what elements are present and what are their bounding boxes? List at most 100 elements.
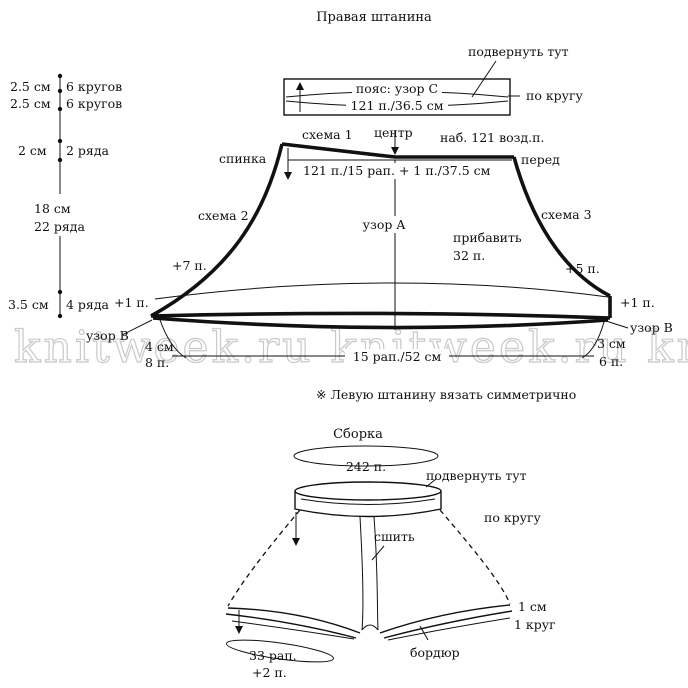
border-leader [419,625,429,641]
waistband-body [294,491,442,518]
right-cm-label: 3 см [597,336,626,351]
right-outer-edge [439,509,511,605]
top-count-label: 121 п./15 рап. + 1 п./37.5 см [303,163,491,178]
pattern-a-bg [356,216,412,233]
plus1-right-label: +1 п. [620,295,655,310]
pattern-b-left-leader [121,319,153,336]
waist-count-label: 121 п./36.5 см [351,98,444,113]
pattern-b-right-leader [605,320,629,329]
left-st-label: 8 п. [145,355,169,370]
pattern-b-right-label: узор B [630,320,673,335]
measure-4-cm: 18 см [34,201,71,216]
waistband-rect [283,78,511,116]
waistband-inner-line [300,498,436,505]
fold-leader [425,478,437,488]
cast-on-label: наб. 121 возд.п. [440,130,544,145]
sew-leader [371,545,385,561]
top-count-bg [296,163,502,179]
right-cuff-top [379,604,511,634]
sew-label: сшить [374,529,415,544]
in-round-label: по кругу [526,88,584,103]
hem-cm-label: 1 см [518,599,547,614]
measure-5-rows: 4 ряда [66,297,110,312]
upper-hem-guide [154,282,609,300]
right-cuff-bottom [383,610,513,639]
plus7-label: +7 п. [172,258,207,273]
assembly-bottom-plus: +2 п. [252,665,287,680]
measure-dot [57,88,63,94]
assembly-top-count: 242 п. [346,459,386,474]
measure-dot [57,313,63,319]
arrow-head [284,172,292,180]
assembly-bottom-count: 33 рап. [249,648,297,663]
hem-rows-label: 1 круг [514,617,556,632]
left-cuff-bottom [225,613,357,639]
measure-dot [57,157,63,163]
measure-label-bg [30,194,92,236]
side-measurements: 2.5 см 6 кругов 2.5 см 6 кругов 2 см 2 р… [8,73,122,319]
hem-top-edge [150,311,611,320]
bottom-count-label: 15 рап./52 см [353,349,442,364]
add-label: прибавить [453,230,522,245]
plus5-label: +5 п. [565,261,600,276]
center-seam-right [373,516,379,631]
measure-dot [57,289,63,295]
arrow-head [296,82,304,90]
back-side-edge [150,143,284,318]
hem-bottom-edge [152,316,609,330]
left-cuff-inner [231,620,355,640]
measure-dot [57,106,63,112]
waistband-top-ellipse [294,481,442,501]
front-side-edge [512,156,611,298]
pattern-b-left-label: узор B [86,328,129,343]
watermark: knitweek.ru knitweek.ru knitw [14,322,688,373]
scheme2-label: схема 2 [198,208,249,223]
bottom-count-bg [345,349,449,364]
measure-5-cm: 3.5 см [8,297,49,312]
waistband-label-bg [352,81,442,96]
border-label: бордюр [410,645,460,660]
left-cuff-top [227,607,361,634]
assembly-diagram: Сборка 242 п. подвернуть тут по кругу с [225,427,556,680]
measure-3-cm: 2 см [18,143,47,158]
assembly-title: Сборка [333,427,383,442]
waist-count-bg [346,99,448,113]
measure-4-rows: 22 ряда [34,219,85,234]
right-cuff-inner [387,617,511,641]
front-label: перед [521,152,560,167]
crotch-curve [361,624,379,631]
fold-top-label: подвернуть тут [468,44,569,59]
center-label: центр [374,125,413,140]
scheme3-label: схема 3 [541,207,592,222]
center-seam-left [359,516,364,631]
measure-1-cm: 2.5 см [10,79,51,94]
fold-leader [471,60,497,98]
pattern-a-label: узор A [363,217,407,232]
measure-1-rows: 6 кругов [66,79,122,94]
arrow-head [391,147,399,155]
bottom-count-ellipse [226,639,334,663]
add-count-label: 32 п. [453,248,485,263]
top-count-ellipse [293,445,439,467]
top-edge [281,142,514,159]
assembly-fold-label: подвернуть тут [426,468,527,483]
right-leg-piece: подвернуть тут по кругу пояс: узор C 121… [86,44,673,370]
back-label: спинка [219,151,267,166]
waistband-label: пояс: узор C [356,81,438,96]
measure-2-rows: 6 кругов [66,96,122,111]
arrow-head [235,626,243,634]
measure-dot [57,138,63,144]
right-st-label: 6 п. [599,354,623,369]
measure-dot [57,73,63,79]
plus1-left-label: +1 п. [114,295,149,310]
symmetry-note: ※ Левую штанину вязать симметрично [316,387,576,402]
measure-2-cm: 2.5 см [10,96,51,111]
assembly-round-label: по кругу [484,510,542,525]
scheme1-label: схема 1 [302,127,353,142]
left-outer-edge [227,509,301,607]
left-cm-label: 4 см [145,339,174,354]
diagram-title: Правая штанина [316,10,432,25]
measure-3-rows: 2 ряда [66,143,110,158]
